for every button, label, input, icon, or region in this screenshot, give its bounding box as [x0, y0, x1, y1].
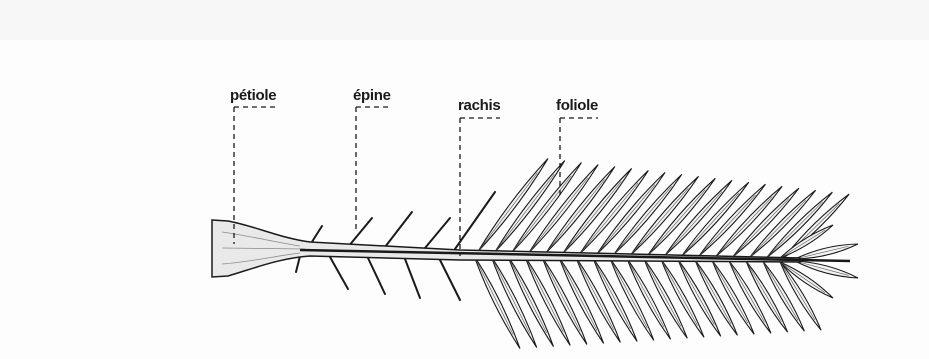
label-petiole: pétiole	[230, 87, 276, 104]
terminal-leaflet-lower-midrib	[795, 261, 849, 275]
leaflet-lower-midrib	[695, 260, 731, 324]
leaflet-lower-midrib	[712, 260, 748, 323]
leaflet-lower-midrib	[627, 259, 664, 328]
spine	[385, 212, 412, 247]
leaflet-lower-midrib	[746, 261, 781, 322]
spine	[440, 260, 460, 300]
label-epine: épine	[353, 87, 391, 104]
petiole-shape	[212, 220, 800, 277]
spine	[405, 259, 420, 298]
spine	[455, 192, 495, 249]
leaflets-lower-group	[474, 256, 821, 349]
leaflet-lower-midrib	[729, 261, 765, 323]
leaflets-upper-group	[478, 159, 849, 258]
leaflet-lower-midrib	[678, 260, 714, 325]
leaflet-lower-midrib	[661, 259, 698, 325]
terminal-leaflet-upper-midrib	[795, 246, 849, 259]
spine	[296, 256, 300, 272]
spine	[330, 257, 348, 289]
label-rachis: rachis	[458, 97, 500, 114]
label-foliole: foliole	[556, 97, 598, 114]
spine	[348, 218, 372, 247]
spine	[425, 218, 450, 248]
leaflet-lower-midrib	[644, 259, 681, 326]
spine	[368, 258, 385, 294]
leaflet-lower-midrib	[610, 258, 647, 328]
